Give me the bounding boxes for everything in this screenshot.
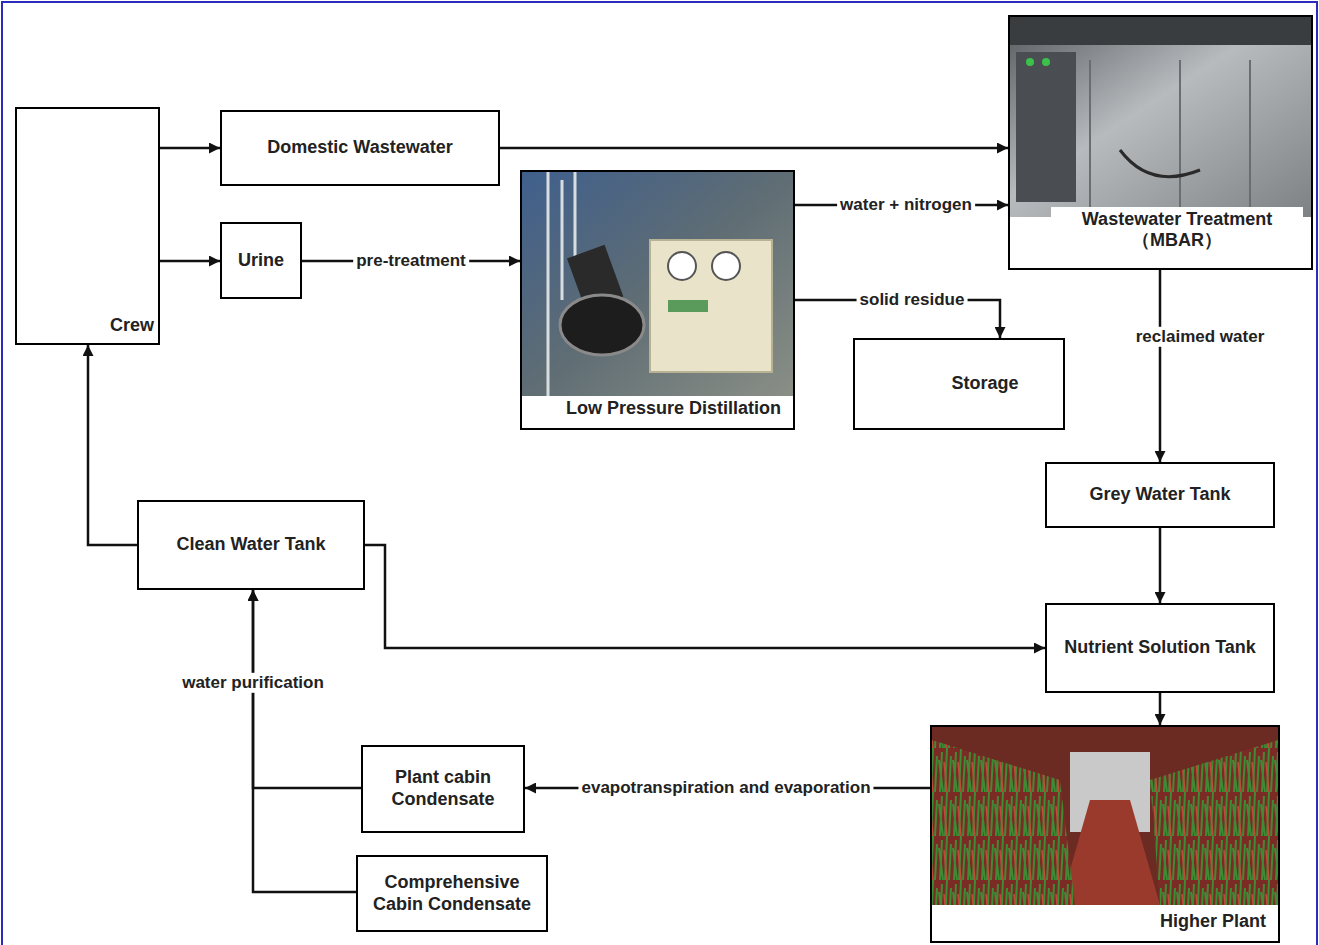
box-label: Clean Water Tank xyxy=(176,534,325,556)
mbar-photo-part xyxy=(1010,17,1311,217)
distillation-photo-part xyxy=(712,252,740,280)
mbar-photo xyxy=(1010,17,1311,217)
box-label: Crew xyxy=(110,315,154,337)
plant-box: Higher Plant xyxy=(930,725,1280,943)
mbar-photo-part xyxy=(1120,150,1200,177)
flow-arrow xyxy=(253,590,356,892)
treatment-box: Wastewater Treatment （MBAR） xyxy=(1008,15,1313,270)
tank-box: Grey Water Tank xyxy=(1045,462,1275,528)
distillation-photo-part xyxy=(548,172,575,396)
distillation-photo-part xyxy=(522,172,793,396)
crew-box: Crew xyxy=(15,107,160,345)
plant-photo-part xyxy=(932,727,1278,905)
box-label: Low Pressure Distillation xyxy=(560,396,787,422)
tank-box: Nutrient Solution Tank xyxy=(1045,603,1275,693)
flow-arrow xyxy=(1159,528,1162,603)
distillation-photo xyxy=(522,172,793,396)
edge-label: evapotranspiration and evaporation xyxy=(578,778,873,798)
edge-label: water purification xyxy=(179,673,327,693)
condensate-box: Comprehensive Cabin Condensate xyxy=(356,855,548,932)
edge-label: pre-treatment xyxy=(353,251,469,271)
box-label: Comprehensive Cabin Condensate xyxy=(364,872,540,915)
box-label: Urine xyxy=(238,250,284,272)
mbar-photo-part xyxy=(1010,17,1311,45)
tank-box: Clean Water Tank xyxy=(137,500,365,590)
distillation-photo-part xyxy=(560,295,644,355)
edge-label: water + nitrogen xyxy=(837,195,975,215)
box-label: Domestic Wastewater xyxy=(267,137,452,159)
flow-arrow xyxy=(1159,270,1162,462)
edge-label: solid residue xyxy=(857,290,968,310)
condensate-box: Plant cabin Condensate xyxy=(361,745,525,833)
process-box: Domestic Wastewater xyxy=(220,110,500,186)
flow-arrow xyxy=(500,147,1008,150)
mbar-photo-part xyxy=(1026,58,1034,66)
distillation-photo-part xyxy=(668,300,708,312)
flow-arrow xyxy=(160,147,220,150)
plant-photo-part xyxy=(1150,740,1278,905)
distillation-photo-part xyxy=(650,240,772,372)
plant-photo-part xyxy=(1060,800,1160,905)
plant-photo xyxy=(932,727,1278,905)
box-label: Plant cabin Condensate xyxy=(369,767,517,810)
edge-label: reclaimed water xyxy=(1133,327,1268,347)
flow-arrow xyxy=(1159,693,1162,725)
box-label: Higher Plant xyxy=(1154,909,1272,935)
plant-photo-part xyxy=(932,740,1075,905)
mbar-photo-part xyxy=(1016,52,1076,202)
storage-box: Storage xyxy=(853,338,1065,430)
flow-arrow xyxy=(88,345,137,545)
flow-arrow xyxy=(365,545,1045,648)
box-label: Grey Water Tank xyxy=(1089,484,1230,506)
mbar-photo-part xyxy=(1042,58,1050,66)
box-label: Nutrient Solution Tank xyxy=(1064,637,1256,659)
distillation-box: Low Pressure Distillation xyxy=(520,170,795,430)
box-label: Storage xyxy=(951,373,1018,395)
box-label: Wastewater Treatment （MBAR） xyxy=(1051,207,1303,254)
flow-arrow xyxy=(160,260,220,263)
mbar-photo-part xyxy=(1090,60,1250,210)
distillation-photo-part xyxy=(668,252,696,280)
process-box: Urine xyxy=(220,222,302,299)
